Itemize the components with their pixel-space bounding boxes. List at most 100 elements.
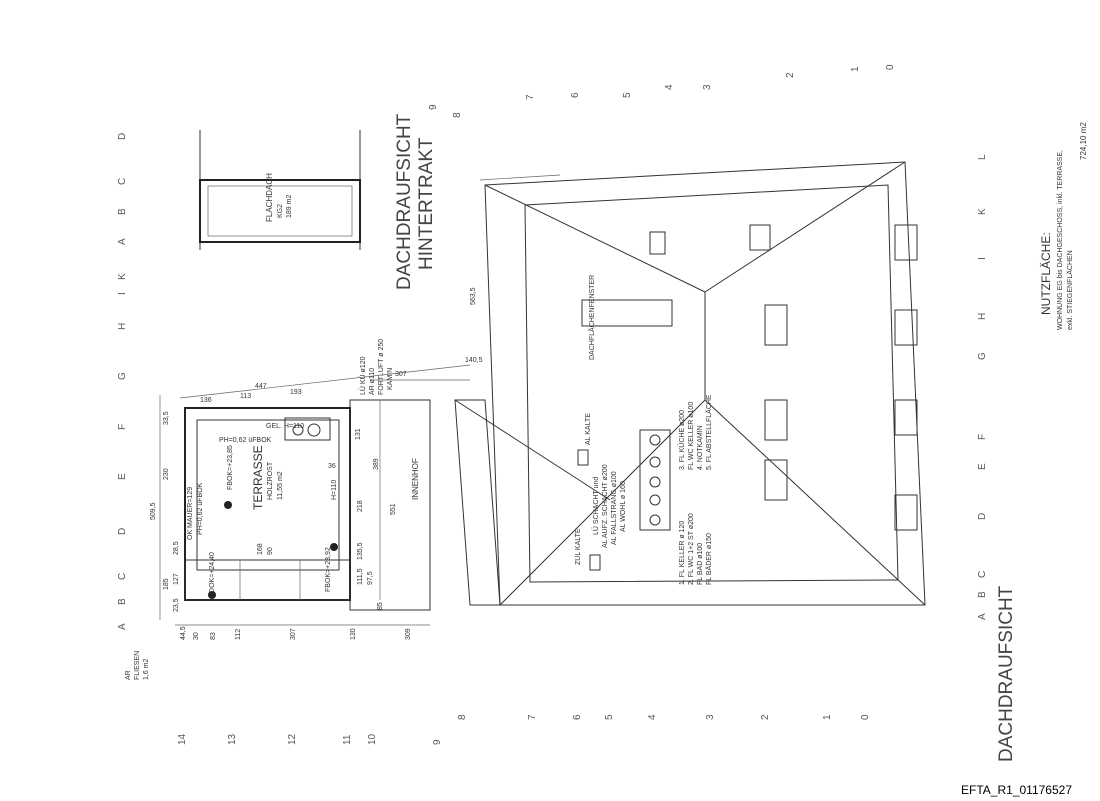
document-id: EFTA_R1_01176527 <box>961 783 1072 797</box>
dimension: 127 <box>173 573 180 585</box>
grid-label: 12 <box>287 733 298 745</box>
dimension: 135,5 <box>357 542 364 560</box>
grid-label: D <box>117 133 128 140</box>
dimension: 140,5 <box>465 357 483 364</box>
vent-label: LÜ SCHACHT und <box>592 477 600 535</box>
vent-label: KAMIN <box>387 368 394 390</box>
vent-legend-item: 4. NOTKAMIN <box>697 425 704 470</box>
grid-label: B <box>117 208 128 215</box>
rear-wing-title-1: DACHDRAUFSICHT <box>394 113 415 290</box>
dimension: 83 <box>210 632 217 640</box>
dimension: 36 <box>328 463 336 470</box>
terrace-label: TERRASSE <box>251 445 265 510</box>
grid-label: E <box>977 463 988 470</box>
grid-label: 13 <box>227 733 238 745</box>
courtyard: INNENHOF <box>349 379 470 611</box>
grid-label: 7 <box>525 94 536 100</box>
grid-label: H <box>977 313 988 320</box>
usable-area-note: NUTZFLÄCHE: WOHNUNG EG bis DACHGESCHOSS,… <box>1039 122 1088 330</box>
vent-legend-item: FL BAD ø100 <box>697 543 704 585</box>
dimension: 113 <box>240 393 251 400</box>
terrace-area: 11,55 m2 <box>277 471 284 500</box>
ar-note: FLIESEN <box>134 651 141 680</box>
dimension: 23,5 <box>173 598 180 612</box>
grid-label: 6 <box>572 714 583 720</box>
vent-label: LÜ KÜ ø120 <box>359 356 367 395</box>
dimension: 563,5 <box>470 287 477 305</box>
grid-label: C <box>117 178 128 185</box>
dimension: 112 <box>235 629 242 640</box>
grid-label: 2 <box>785 72 796 78</box>
dimension: 44,5 <box>180 626 187 640</box>
grid-label: G <box>977 352 988 360</box>
usable-area-heading: NUTZFLÄCHE: <box>1039 232 1053 315</box>
dimension: 551 <box>390 503 397 515</box>
grid-label: I <box>977 257 988 260</box>
grid-label: A <box>117 623 128 630</box>
grid-label: K <box>977 208 988 215</box>
grid-label: C <box>117 573 128 580</box>
grid-label: 4 <box>664 84 675 90</box>
dimension: 307 <box>290 628 297 640</box>
dimension: 193 <box>290 389 302 396</box>
grid-label: E <box>117 473 128 480</box>
vent-legend-item: 3. FL KÜCHE ø200 <box>678 410 686 470</box>
grid-label: A <box>117 238 128 245</box>
usable-area-line: exkl. STIEGENFLÄCHEN <box>1066 250 1074 330</box>
grid-label: 8 <box>457 714 468 720</box>
grid-label: 10 <box>367 733 378 745</box>
grid-label: 6 <box>570 92 581 98</box>
grid-label: 3 <box>705 714 716 720</box>
flat-roof: FLACHDACH KG2 189 m2 <box>199 130 361 250</box>
grid-label: A <box>977 613 988 620</box>
terrace-note: OK MAUER=129 <box>187 487 194 540</box>
vent-legend-item: FL BÄDER ø150 <box>705 533 713 585</box>
vent-label: ZUL KALTE <box>575 528 582 565</box>
dimension: 185 <box>163 578 170 590</box>
vent-legend-item: 5. FL ABSTELLFLÄCHE <box>705 394 713 470</box>
dimension-lines: 447 136 113 193 307 140,5 563,5 509,5 18… <box>150 174 561 640</box>
terrace-note: GEL. H=110 <box>266 423 304 430</box>
grid-label: B <box>117 598 128 605</box>
grid-label: B <box>977 591 988 598</box>
dimension: 509,5 <box>150 502 157 520</box>
rear-wing-title-2: HINTERTRAKT <box>416 137 437 270</box>
dimension: 136 <box>200 397 212 404</box>
terrace-note: FBOK=+23,85 <box>227 445 234 490</box>
vent-label: AL WOHL ø 160 <box>620 481 627 532</box>
dimension: 389 <box>373 458 380 470</box>
dimension: 309 <box>405 628 412 640</box>
ventilation-labels: LÜ KÜ ø120 AR ø110 FORTLUFT ø 250 KAMIN … <box>359 339 713 585</box>
grid-label: 9 <box>428 104 439 110</box>
usable-area-line: WOHNUNG EG bis DACHGESCHOSS, inkl. TERRA… <box>1057 150 1064 330</box>
dimension: 130 <box>350 628 357 640</box>
grid-label: 9 <box>432 739 443 745</box>
grid-label: F <box>117 424 128 430</box>
grid-label: 1 <box>822 714 833 720</box>
grid-label: H <box>117 323 128 330</box>
vent-legend-item: 2. FL WC 1+2 ST ø200 <box>688 513 695 585</box>
grid-label: 8 <box>452 112 463 118</box>
main-roof: DACHFLÄCHENFENSTER <box>454 161 926 606</box>
main-title: DACHDRAUFSICHT <box>996 585 1017 762</box>
dimension: 230 <box>163 468 170 480</box>
courtyard-label: INNENHOF <box>411 458 420 500</box>
dimension: 33,5 <box>163 411 170 425</box>
flat-roof-label: FLACHDACH <box>265 173 274 222</box>
dimension: 97,5 <box>367 571 374 585</box>
grid-label: I <box>117 292 128 295</box>
grid-label: L <box>977 154 988 160</box>
grid-label: F <box>977 434 988 440</box>
flat-roof-sub: KG2 <box>277 204 284 218</box>
skylight-label: DACHFLÄCHENFENSTER <box>588 275 596 360</box>
usable-area-value: 724,10 m2 <box>1079 122 1088 160</box>
dimension: 307 <box>395 371 407 378</box>
flat-roof-area: 189 m2 <box>286 195 293 218</box>
dimension: 85 <box>377 602 384 610</box>
grid-label: 5 <box>604 714 615 720</box>
terrace-note: PH=0,62 üFBOK <box>219 437 272 444</box>
dimension: 218 <box>357 500 364 512</box>
grid-label: 14 <box>177 733 188 745</box>
vent-label: AL KALTE <box>585 413 592 445</box>
